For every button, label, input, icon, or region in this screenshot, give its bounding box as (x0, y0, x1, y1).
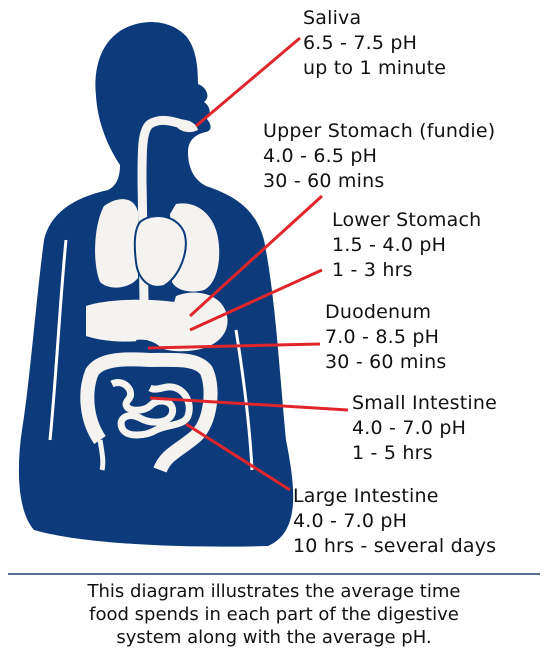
lower-stomach-name: Lower Stomach (332, 208, 481, 233)
label-small-intestine: Small Intestine 4.0 - 7.0 pH 1 - 5 hrs (352, 391, 497, 466)
large-intestine-name: Large Intestine (293, 484, 496, 509)
label-duodenum: Duodenum 7.0 - 8.5 pH 30 - 60 mins (325, 300, 446, 375)
small-intestine-name: Small Intestine (352, 391, 497, 416)
saliva-time: up to 1 minute (303, 56, 446, 81)
large-intestine-time: 10 hrs - several days (293, 534, 496, 559)
label-large-intestine: Large Intestine 4.0 - 7.0 pH 10 hrs - se… (293, 484, 496, 559)
duodenum-ph: 7.0 - 8.5 pH (325, 325, 446, 350)
left-lung (95, 199, 138, 287)
lower-stomach-ph: 1.5 - 4.0 pH (332, 233, 481, 258)
label-upper-stomach: Upper Stomach (fundie) 4.0 - 6.5 pH 30 -… (263, 119, 495, 194)
saliva-ph: 6.5 - 7.5 pH (303, 31, 446, 56)
small-intestine-time: 1 - 5 hrs (352, 441, 497, 466)
label-saliva: Saliva 6.5 - 7.5 pH up to 1 minute (303, 6, 446, 81)
duodenum-time: 30 - 60 mins (325, 350, 446, 375)
caption-line-3: system along with the average pH. (0, 626, 548, 649)
upper-stomach-name: Upper Stomach (fundie) (263, 119, 495, 144)
upper-stomach-ph: 4.0 - 6.5 pH (263, 144, 495, 169)
caption-line-1: This diagram illustrates the average tim… (0, 580, 548, 603)
small-intestine-ph: 4.0 - 7.0 pH (352, 416, 497, 441)
caption-divider (8, 573, 540, 575)
saliva-leader (196, 38, 300, 126)
caption-line-2: food spends in each part of the digestiv… (0, 603, 548, 626)
appendix (100, 440, 103, 470)
large-intestine-ph: 4.0 - 7.0 pH (293, 509, 496, 534)
lower-stomach-time: 1 - 3 hrs (332, 258, 481, 283)
caption: This diagram illustrates the average tim… (0, 580, 548, 649)
upper-stomach-time: 30 - 60 mins (263, 169, 495, 194)
saliva-name: Saliva (303, 6, 446, 31)
label-lower-stomach: Lower Stomach 1.5 - 4.0 pH 1 - 3 hrs (332, 208, 481, 283)
duodenum-name: Duodenum (325, 300, 446, 325)
